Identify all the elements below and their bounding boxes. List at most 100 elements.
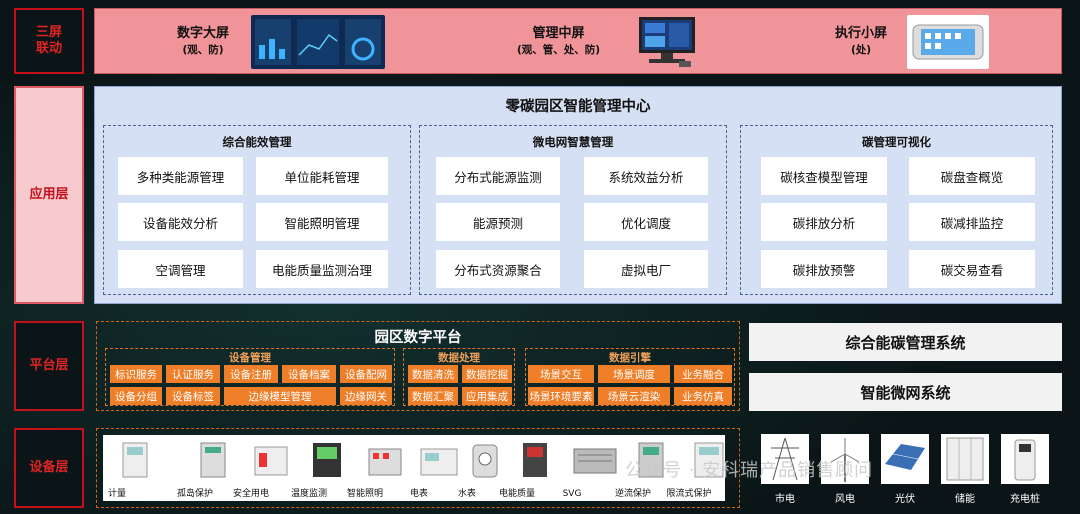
group-title: 微电网智慧管理 xyxy=(532,135,614,149)
platform-cell[interactable]: 数据挖掘 xyxy=(462,365,512,383)
device-svg: SVG xyxy=(549,435,617,501)
module-cell[interactable]: 设备能效分析 xyxy=(118,203,243,241)
platform-cell[interactable]: 业务仿真 xyxy=(674,387,732,405)
reverse-flow-relay-icon xyxy=(638,442,664,478)
device-electric-meter: 电表 xyxy=(401,435,458,501)
breaker-icon xyxy=(254,446,288,476)
device-island-protection: 孤岛保护 xyxy=(177,435,226,501)
energy-label: 充电桩 xyxy=(1010,494,1040,505)
data-engine-title: 数据引擎 xyxy=(609,352,651,364)
module-cell[interactable]: 虚拟电厂 xyxy=(584,250,708,288)
screen-small-title: 执行小屏 xyxy=(835,26,888,41)
platform-cell[interactable]: 设备档案 xyxy=(282,365,336,383)
device-mgmt-group: 设备管理 标识服务 认证服务 设备注册 设备档案 设备配网 设备分组 设备标签 … xyxy=(105,348,395,406)
system-microgrid[interactable]: 智能微网系统 xyxy=(749,373,1062,411)
screen-big-title: 数字大屏 xyxy=(177,26,230,41)
platform-cell[interactable]: 数据清洗 xyxy=(408,365,458,383)
device-label: 限流式保护 xyxy=(666,489,712,499)
platform-cell[interactable]: 数据汇聚 xyxy=(408,387,458,405)
module-cell[interactable]: 智能照明管理 xyxy=(256,203,388,241)
energy-pv: 光伏 xyxy=(877,428,933,508)
module-cell[interactable]: 单位能耗管理 xyxy=(256,157,388,195)
device-reverse-flow: 逆流保护 xyxy=(615,435,664,501)
energy-sources: 市电 风电 光伏 储能 充电桩 xyxy=(749,428,1062,508)
module-cell[interactable]: 碳排放预警 xyxy=(761,250,887,288)
module-cell[interactable]: 碳核查模型管理 xyxy=(761,157,887,195)
device-mgmt-title: 设备管理 xyxy=(229,352,271,364)
layer-label-platform: 平台层 xyxy=(14,321,84,411)
module-cell[interactable]: 空调管理 xyxy=(118,250,243,288)
energy-storage: 储能 xyxy=(937,428,993,508)
module-cell[interactable]: 能源预测 xyxy=(436,203,560,241)
group-carbon: 碳管理可视化 碳核查模型管理 碳盘查概览 碳排放分析 碳减排监控 碳排放预警 碳… xyxy=(740,125,1053,295)
platform-cell[interactable]: 认证服务 xyxy=(166,365,220,383)
platform-cell[interactable]: 边缘模型管理 xyxy=(224,387,336,405)
grid-tower-image xyxy=(761,434,809,484)
platform-cell[interactable]: 设备分组 xyxy=(110,387,162,405)
device-smart-light: 智能照明 xyxy=(347,435,402,501)
platform-cell[interactable]: 设备配网 xyxy=(340,365,392,383)
platform-panel: 园区数字平台 设备管理 标识服务 认证服务 设备注册 设备档案 设备配网 设备分… xyxy=(96,321,740,411)
energy-wind: 风电 xyxy=(817,428,873,508)
group-energy-efficiency: 综合能效管理 多种类能源管理 单位能耗管理 设备能效分析 智能照明管理 空调管理… xyxy=(103,125,411,295)
data-proc-group: 数据处理 数据清洗 数据挖掘 数据汇聚 应用集成 xyxy=(403,348,515,406)
layer-label-linkage: 三屏 联动 xyxy=(14,8,84,74)
module-cell[interactable]: 碳减排监控 xyxy=(909,203,1035,241)
current-limiter-icon xyxy=(694,442,724,478)
device-water-meter: 水表 xyxy=(449,435,498,501)
charging-pile-image xyxy=(1001,434,1049,484)
wind-turbine-image xyxy=(821,434,869,484)
protection-relay-icon xyxy=(200,442,226,478)
platform-cell[interactable]: 设备标签 xyxy=(166,387,220,405)
grid-tower-icon xyxy=(771,437,799,481)
module-cell[interactable]: 碳排放分析 xyxy=(761,203,887,241)
system-carbon-mgmt[interactable]: 综合能碳管理系统 xyxy=(749,323,1062,361)
platform-cell[interactable]: 应用集成 xyxy=(462,387,512,405)
platform-cell[interactable]: 场景环境要素 xyxy=(528,387,594,405)
energy-label: 市电 xyxy=(775,494,795,505)
group-title: 综合能效管理 xyxy=(222,135,292,149)
module-cell[interactable]: 分布式资源聚合 xyxy=(436,250,560,288)
screen-mid: 管理中屏 (观、管、处、防) xyxy=(517,9,600,75)
temperature-monitor-icon xyxy=(313,443,341,477)
module-cell[interactable]: 碳交易查看 xyxy=(909,250,1035,288)
power-quality-icon xyxy=(523,443,547,477)
platform-cell[interactable]: 设备注册 xyxy=(224,365,278,383)
device-label: 逆流保护 xyxy=(614,489,651,499)
module-cell[interactable]: 系统效益分析 xyxy=(584,157,708,195)
solar-panel-icon xyxy=(885,444,925,470)
module-cell[interactable]: 多种类能源管理 xyxy=(118,157,243,195)
platform-cell[interactable]: 业务融合 xyxy=(674,365,732,383)
device-safe-power: 安全用电 xyxy=(233,435,288,501)
module-cell[interactable]: 分布式能源监测 xyxy=(436,157,560,195)
group-title: 碳管理可视化 xyxy=(862,135,931,149)
device-panel: 计量 孤岛保护 安全用电 温度监测 智能照明 电表 水表 电能质量 xyxy=(96,428,740,508)
screen-mid-sub: (观、管、处、防) xyxy=(517,44,601,56)
platform-cell[interactable]: 标识服务 xyxy=(110,365,162,383)
screen-mid-title: 管理中屏 xyxy=(532,26,585,41)
device-current-limit: 限流式保护 xyxy=(666,435,724,501)
module-cell[interactable]: 优化调度 xyxy=(584,203,708,241)
device-label: 安全用电 xyxy=(232,489,269,499)
device-strip: 计量 孤岛保护 安全用电 温度监测 智能照明 电表 水表 电能质量 xyxy=(103,435,725,501)
data-proc-title: 数据处理 xyxy=(438,352,480,364)
electric-meter-icon xyxy=(420,448,458,476)
watermark: 公众号 · 安科瑞产品销售顾问 xyxy=(625,460,874,481)
app-layer-panel: 零碳园区智能管理中心 综合能效管理 多种类能源管理 单位能耗管理 设备能效分析 … xyxy=(94,86,1062,304)
charging-pile-icon xyxy=(1014,439,1036,481)
device-label: 水表 xyxy=(457,489,476,499)
screen-big: 数字大屏(观、防) xyxy=(177,9,229,75)
module-cell[interactable]: 电能质量监测治理 xyxy=(256,250,388,288)
module-cell[interactable]: 碳盘查概览 xyxy=(909,157,1035,195)
data-engine-group: 数据引擎 场景交互 场景调度 业务融合 场景环境要素 场景云渲染 业务仿真 xyxy=(525,348,735,406)
platform-cell[interactable]: 场景交互 xyxy=(528,365,594,383)
device-label: 计量 xyxy=(107,489,126,499)
water-meter-icon xyxy=(472,444,498,478)
device-label: 电能质量 xyxy=(498,489,535,499)
device-power-quality: 电能质量 xyxy=(499,435,547,501)
platform-cell[interactable]: 场景云渲染 xyxy=(598,387,670,405)
platform-cell[interactable]: 边缘网关 xyxy=(340,387,392,405)
device-label: 温度监测 xyxy=(290,489,327,499)
platform-cell[interactable]: 场景调度 xyxy=(598,365,670,383)
screen-small-sub: (处) xyxy=(850,44,872,56)
